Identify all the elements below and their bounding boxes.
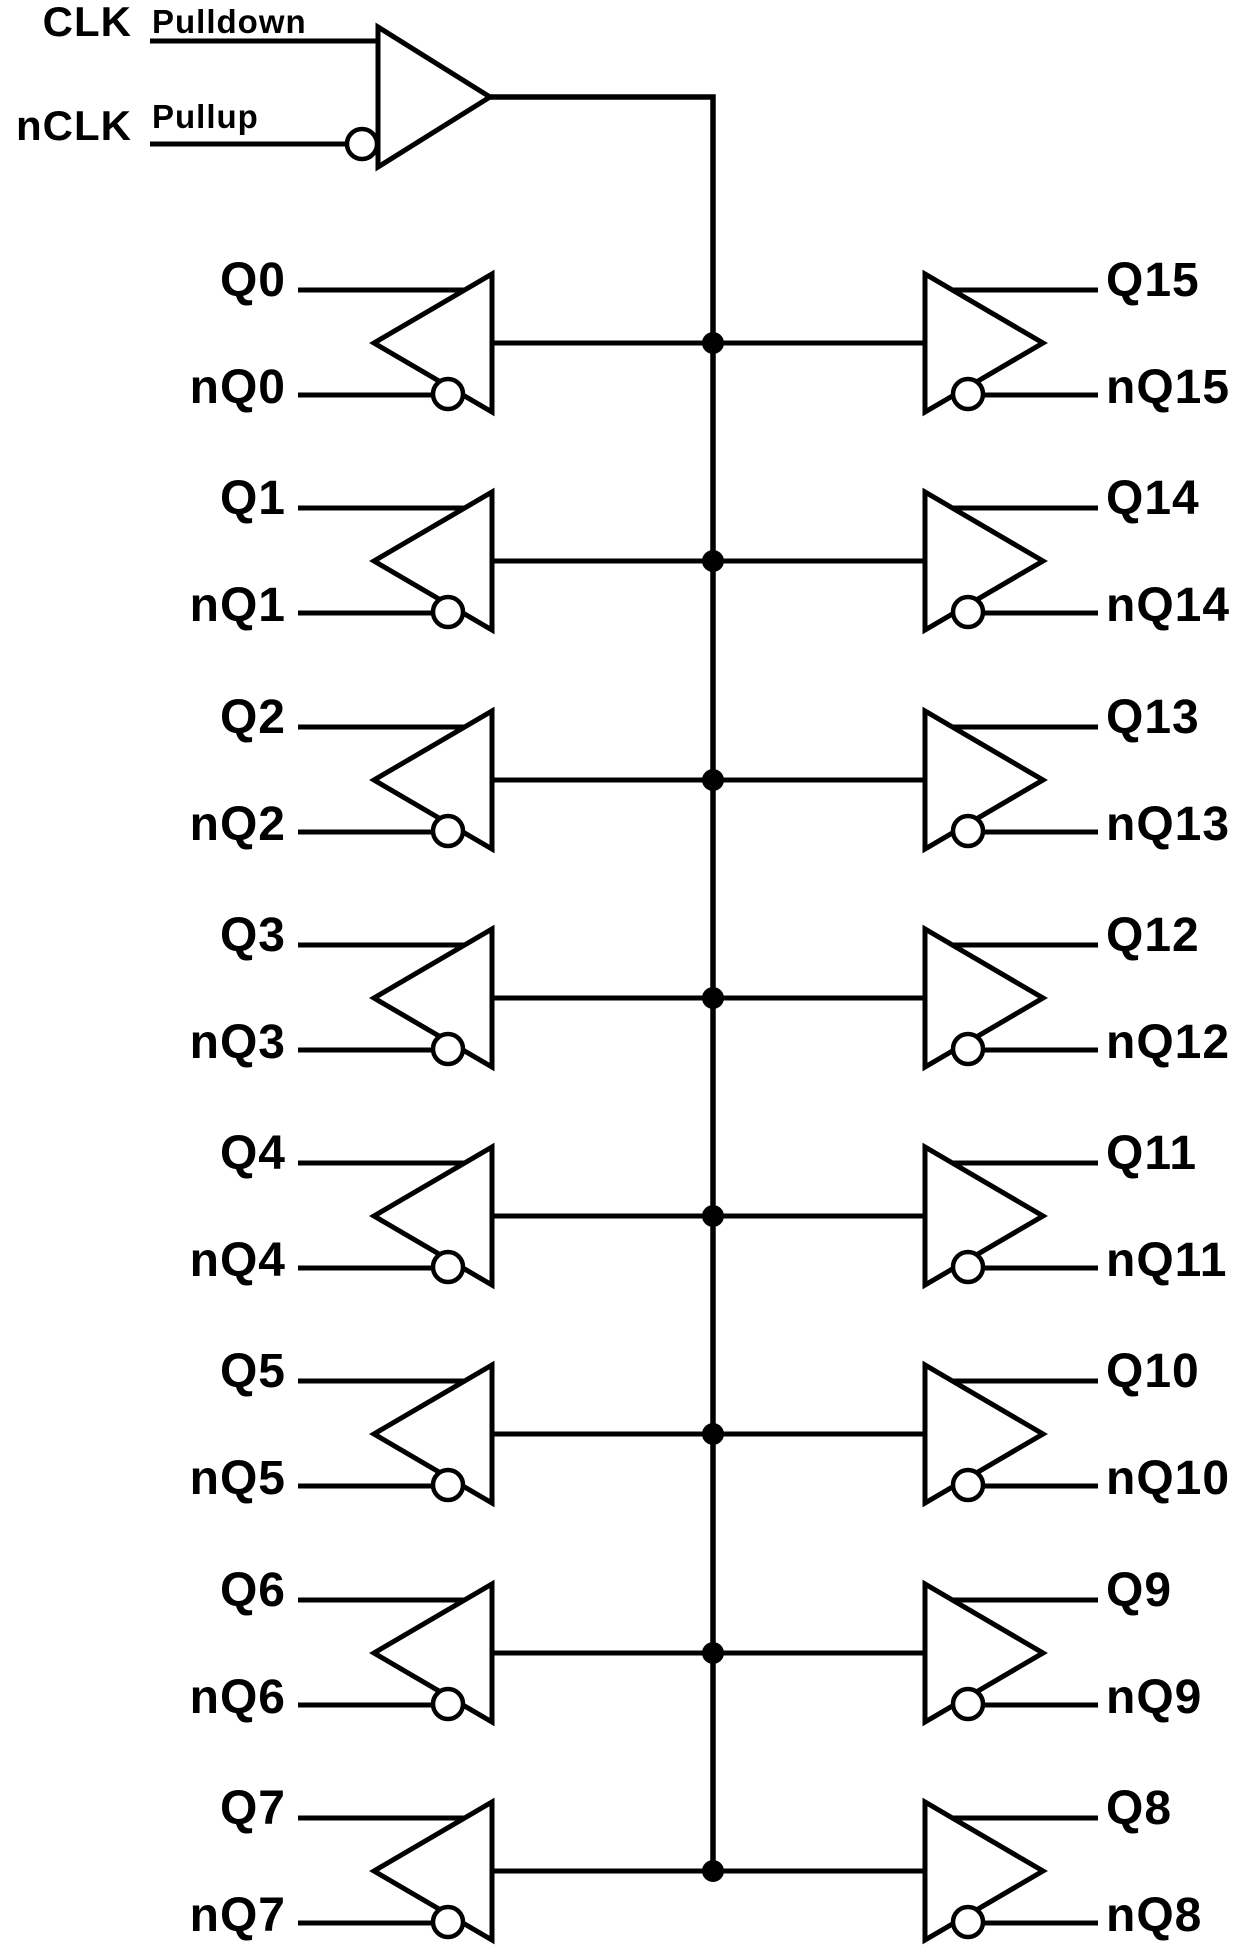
output-buffer-right-triangle <box>922 1797 1048 1945</box>
inversion-bubble-icon <box>950 813 986 849</box>
q-output-label-right: Q11 <box>1106 1127 1197 1180</box>
q-output-label-right: Q9 <box>1106 1564 1172 1617</box>
output-buffer-right-triangle <box>922 1360 1048 1508</box>
inversion-bubble-icon <box>950 1467 986 1503</box>
q-output-label-left: Q6 <box>220 1564 286 1617</box>
inversion-bubble-icon <box>950 376 986 412</box>
q-output-label-left: Q7 <box>220 1782 286 1835</box>
inversion-bubble-icon <box>430 1686 466 1722</box>
junction-dot <box>702 1423 724 1445</box>
nq-output-label-right: nQ10 <box>1106 1452 1230 1505</box>
nq-output-label-left: nQ6 <box>190 1671 286 1724</box>
output-buffer-right-triangle <box>922 706 1048 854</box>
output-buffer-left-triangle <box>369 1797 495 1945</box>
nq-output-label-right: nQ15 <box>1106 361 1230 414</box>
q-output-label-left: Q5 <box>220 1345 286 1398</box>
q-output-label-right: Q8 <box>1106 1782 1172 1835</box>
fanout-row-0: Q0 nQ0 Q15 nQ15 <box>190 254 1230 417</box>
junction-dot <box>702 332 724 354</box>
q-output-label-right: Q15 <box>1106 254 1200 307</box>
output-buffer-left-triangle <box>369 1579 495 1727</box>
output-buffer-left-triangle <box>369 924 495 1072</box>
nq-output-label-left: nQ2 <box>190 798 286 851</box>
inversion-bubble-icon <box>950 1249 986 1285</box>
fanout-row-5: Q5 nQ5 Q10 nQ10 <box>190 1345 1230 1508</box>
q-output-label-left: Q2 <box>220 691 286 744</box>
inversion-bubble-icon <box>430 376 466 412</box>
fanout-row-1: Q1 nQ1 Q14 nQ14 <box>190 472 1230 635</box>
output-buffer-left-triangle <box>369 706 495 854</box>
junction-dot <box>702 1860 724 1882</box>
inversion-bubble-icon <box>950 1686 986 1722</box>
output-buffer-left-triangle <box>369 269 495 417</box>
output-buffer-right-triangle <box>922 269 1048 417</box>
junction-dot <box>702 769 724 791</box>
q-output-label-left: Q4 <box>220 1127 286 1180</box>
nq-output-label-left: nQ7 <box>190 1889 286 1942</box>
inversion-bubble-icon <box>430 1467 466 1503</box>
pullup-label: Pullup <box>152 98 259 135</box>
fanout-row-2: Q2 nQ2 Q13 nQ13 <box>190 691 1230 854</box>
nq-output-label-left: nQ5 <box>190 1452 286 1505</box>
clock-distribution-line <box>490 94 716 1871</box>
inversion-bubble-icon <box>430 813 466 849</box>
q-output-label-left: Q0 <box>220 254 286 307</box>
junction-dot <box>702 1205 724 1227</box>
nq-output-label-left: nQ3 <box>190 1016 286 1069</box>
junction-dot <box>702 550 724 572</box>
output-buffer-left-triangle <box>369 1360 495 1508</box>
inversion-bubble-icon <box>950 594 986 630</box>
q-output-label-right: Q10 <box>1106 1345 1200 1398</box>
fanout-row-3: Q3 nQ3 Q12 nQ12 <box>190 909 1230 1072</box>
q-output-label-right: Q12 <box>1106 909 1200 962</box>
nq-output-label-left: nQ1 <box>190 579 286 632</box>
nq-output-label-right: nQ8 <box>1106 1889 1202 1942</box>
q-output-label-right: Q13 <box>1106 691 1200 744</box>
nclk-label: nCLK <box>16 102 132 149</box>
nq-output-label-right: nQ9 <box>1106 1671 1202 1724</box>
nq-output-label-right: nQ11 <box>1106 1234 1227 1287</box>
inversion-bubble-icon <box>430 1249 466 1285</box>
nq-output-label-right: nQ12 <box>1106 1016 1230 1069</box>
nq-output-label-right: nQ14 <box>1106 579 1230 632</box>
inversion-bubble-icon <box>430 1031 466 1067</box>
q-output-label-right: Q14 <box>1106 472 1200 525</box>
output-buffer-right-triangle <box>922 924 1048 1072</box>
clk-label: CLK <box>43 0 132 45</box>
output-buffer-right-triangle <box>922 487 1048 635</box>
nclk-inversion-bubble-icon <box>344 126 380 162</box>
clock-input-stage: CLK Pulldown nCLK Pullup <box>16 0 716 1871</box>
inversion-bubble-icon <box>950 1031 986 1067</box>
pulldown-label: Pulldown <box>152 3 307 40</box>
junction-dot <box>702 1642 724 1664</box>
q-output-label-left: Q1 <box>220 472 286 525</box>
output-buffer-right-triangle <box>922 1142 1048 1290</box>
nq-output-label-left: nQ0 <box>190 361 286 414</box>
fanout-row-6: Q6 nQ6 Q9 nQ9 <box>190 1564 1202 1727</box>
inversion-bubble-icon <box>430 1904 466 1940</box>
output-buffer-left-triangle <box>369 1142 495 1290</box>
fanout-row-4: Q4 nQ4 Q11 nQ11 <box>190 1127 1227 1290</box>
q-output-label-left: Q3 <box>220 909 286 962</box>
input-buffer-triangle <box>375 22 495 172</box>
nq-output-label-left: nQ4 <box>190 1234 286 1287</box>
junction-dot <box>702 987 724 1009</box>
inversion-bubble-icon <box>430 594 466 630</box>
inversion-bubble-icon <box>950 1904 986 1940</box>
nq-output-label-right: nQ13 <box>1106 798 1230 851</box>
fanout-row-7: Q7 nQ7 Q8 nQ8 <box>190 1782 1202 1945</box>
output-buffer-right-triangle <box>922 1579 1048 1727</box>
output-buffer-left-triangle <box>369 487 495 635</box>
